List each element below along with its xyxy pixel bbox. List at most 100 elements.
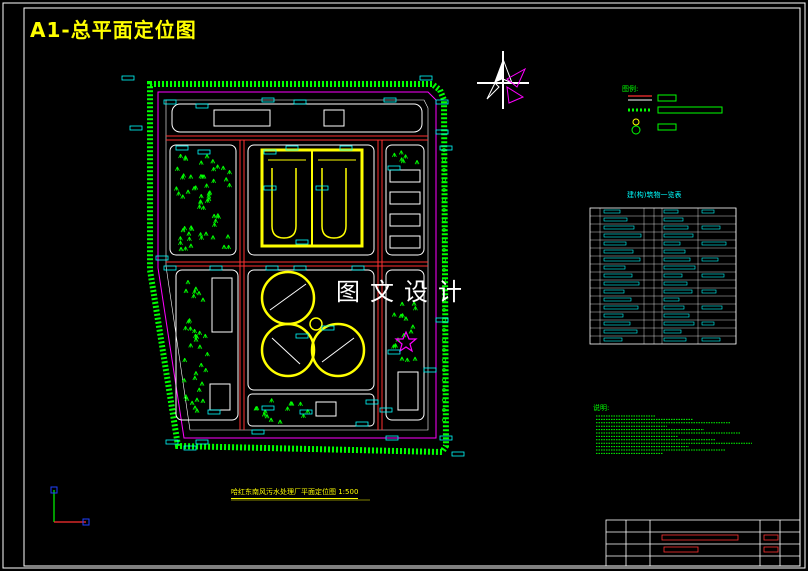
tree-symbol-icon [189,400,195,406]
hedge-dot [442,348,446,352]
tree-symbol-icon [221,244,227,250]
tree-symbol-icon [398,313,404,319]
dimension-tag [387,349,401,355]
dimension-tag [163,265,177,271]
tree-symbol-icon [253,406,259,411]
inner-frame [23,7,801,567]
dimension-tag [383,97,397,103]
tree-symbol-icon [285,406,290,411]
dimension-tag [285,145,299,151]
tree-symbol-icon [391,312,397,317]
hedge-dot [442,318,446,322]
internal-roads [166,135,428,430]
tree-symbol-icon [393,343,398,348]
tree-symbol-icon [188,225,194,230]
tree-symbol-icon [201,205,206,211]
tree-symbol-icon [183,288,189,294]
dimension-tag [423,367,437,373]
tree-symbol-icon [180,227,186,233]
tree-symbol-icon [199,235,204,240]
hedge-dot [442,298,446,302]
dimension-tags [121,75,465,457]
sheet-title: A1-总平面定位图 [30,18,197,42]
dimension-tag [195,439,209,445]
dimension-tag [295,239,309,245]
tree-symbol-icon [277,419,283,424]
tree-symbol-icon [204,183,209,188]
dimension-tag [263,185,277,191]
tree-symbol-icon [174,186,179,191]
dimension-tag [435,99,449,105]
hedge-dot [442,308,446,312]
dimension-tag [299,409,313,415]
hedge-dot [442,388,446,392]
hedge-dot [442,218,446,222]
hedge-dot [442,408,446,412]
dimension-tag [439,435,453,441]
dimension-tag [435,317,449,323]
hedge-dot [442,368,446,372]
tree-symbol-icon [198,199,203,204]
tree-symbol-icon [183,246,188,251]
hedge-dot [442,398,446,402]
hedge-dot [442,268,446,272]
building-schedule-table [589,207,737,345]
tree-symbol-icon [186,319,191,324]
hedge-dot [442,338,446,342]
tree-symbol-icon [185,189,191,194]
watermark-text: 图文设计 [336,278,472,306]
dimension-tag [165,439,179,445]
tree-symbol-icon [198,362,204,368]
tree-symbol-icon [202,333,208,339]
tree-symbol-icon [178,236,183,241]
tree-symbol-icon [188,326,193,331]
tree-symbol-icon [223,177,229,182]
hedge-dot [442,168,446,172]
dimension-tag [385,435,399,441]
tree-symbol-icon [211,178,216,184]
tree-symbol-icon [227,169,232,175]
tree-symbol-icon [196,291,202,296]
table-heading: 建(构)筑物一览表 [627,191,682,199]
dimension-tag [435,129,449,135]
tree-symbol-icon [400,159,406,164]
dimension-tag [293,99,307,105]
tree-symbol-icon [212,222,217,227]
title-block [605,519,801,567]
tree-symbol-icon [198,193,204,199]
tree-symbol-icon [194,408,200,413]
tree-symbol-icon [200,398,206,404]
tree-symbol-icon [200,297,206,302]
dimension-tag [121,75,135,81]
dimension-tag [321,325,335,331]
pump-station-marker [394,330,418,353]
tree-symbol-icon [198,232,203,237]
dimension-tag [439,145,453,151]
dimension-tag [183,445,197,451]
tree-symbol-icon [414,160,420,165]
dimension-tag [163,99,177,105]
tree-symbol-icon [200,174,205,179]
tree-symbol-icon [226,244,231,250]
tree-symbol-group [174,148,446,424]
tree-symbol-icon [199,381,205,386]
dimension-tag [339,145,353,151]
tree-symbol-icon [176,191,182,196]
tree-symbol-icon [196,387,202,393]
tree-symbol-icon [298,401,303,407]
tree-symbol-icon [225,234,231,239]
tree-symbol-icon [227,183,232,188]
dimension-tag [451,451,465,457]
dimension-tag [351,265,365,271]
tree-symbol-icon [210,159,216,164]
tree-symbol-icon [192,328,197,334]
tree-symbol-icon [412,356,418,362]
tree-symbol-icon [411,301,417,306]
tree-symbol-icon [215,213,221,218]
hedge-dot [442,208,446,212]
tree-symbol-icon [215,164,220,169]
tree-symbol-icon [289,401,295,406]
tree-symbol-icon [220,165,226,171]
